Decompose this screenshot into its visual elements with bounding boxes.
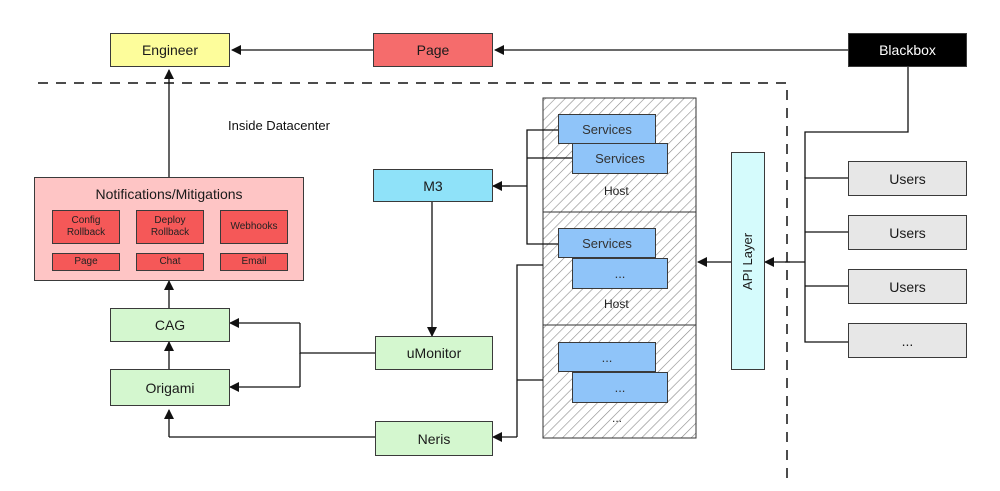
- config-rollback-label: Config Rollback: [66, 215, 106, 238]
- users-node: Users: [848, 269, 967, 304]
- cag-node: CAG: [110, 308, 230, 342]
- page-label: Page: [416, 42, 450, 58]
- service-label: ...: [601, 349, 613, 365]
- umonitor-node: uMonitor: [375, 336, 493, 370]
- edge-blackbox-users: [804, 67, 909, 178]
- host-label: ...: [612, 411, 623, 425]
- users-label: Users: [889, 278, 926, 295]
- host-label: Host: [604, 184, 629, 198]
- service-node: Services: [572, 143, 668, 174]
- m3-label: M3: [423, 177, 443, 194]
- api-layer-node: API Layer: [731, 152, 765, 370]
- service-node: Services: [558, 228, 656, 258]
- chat-label: Chat: [159, 256, 181, 267]
- engineer-label: Engineer: [141, 42, 199, 58]
- cag-label: CAG: [154, 317, 186, 333]
- users-label: Users: [889, 170, 926, 187]
- blackbox-node: Blackbox: [848, 33, 967, 67]
- users-node: ...: [848, 323, 967, 358]
- service-label: Services: [595, 151, 645, 166]
- service-node: ...: [572, 372, 668, 403]
- edge-hosts-neris: [516, 264, 543, 437]
- webhooks-node: Webhooks: [220, 210, 288, 244]
- users-node: Users: [848, 161, 967, 196]
- deploy-rollback-node: Deploy Rollback: [136, 210, 204, 244]
- users-label: Users: [889, 224, 926, 241]
- origami-node: Origami: [110, 369, 230, 406]
- webhooks-label: Webhooks: [230, 221, 278, 232]
- origami-label: Origami: [145, 379, 195, 396]
- service-label: ...: [614, 380, 626, 395]
- service-label: ...: [614, 266, 626, 281]
- email-label: Email: [241, 256, 267, 267]
- deploy-rollback-label: Deploy Rollback: [150, 215, 190, 238]
- engineer-node: Engineer: [110, 33, 230, 67]
- config-rollback-node: Config Rollback: [52, 210, 120, 244]
- service-label: Services: [582, 121, 632, 137]
- page-channel-label: Page: [74, 256, 98, 267]
- chat-node: Chat: [136, 253, 204, 271]
- umonitor-label: uMonitor: [406, 345, 462, 361]
- edge-umonitor-cag-origami: [299, 323, 375, 354]
- page-node: Page: [373, 33, 493, 67]
- blackbox-label: Blackbox: [879, 42, 936, 58]
- service-node: ...: [572, 258, 668, 289]
- host-label: Host: [604, 297, 629, 311]
- m3-node: M3: [373, 169, 493, 202]
- email-node: Email: [220, 253, 288, 271]
- neris-label: Neris: [417, 430, 451, 447]
- service-node: ...: [558, 342, 656, 372]
- service-label: Services: [582, 235, 632, 251]
- notifications-title: Notifications/Mitigations: [95, 186, 243, 202]
- service-node: Services: [558, 114, 656, 144]
- datacenter-boundary: [38, 82, 788, 480]
- users-node: Users: [848, 215, 967, 250]
- users-label: ...: [901, 332, 914, 349]
- edge-users-api: [785, 177, 848, 343]
- api-layer-label: API Layer: [740, 232, 756, 290]
- page-channel-node: Page: [52, 253, 120, 271]
- region-label: Inside Datacenter: [228, 118, 330, 133]
- neris-node: Neris: [375, 421, 493, 456]
